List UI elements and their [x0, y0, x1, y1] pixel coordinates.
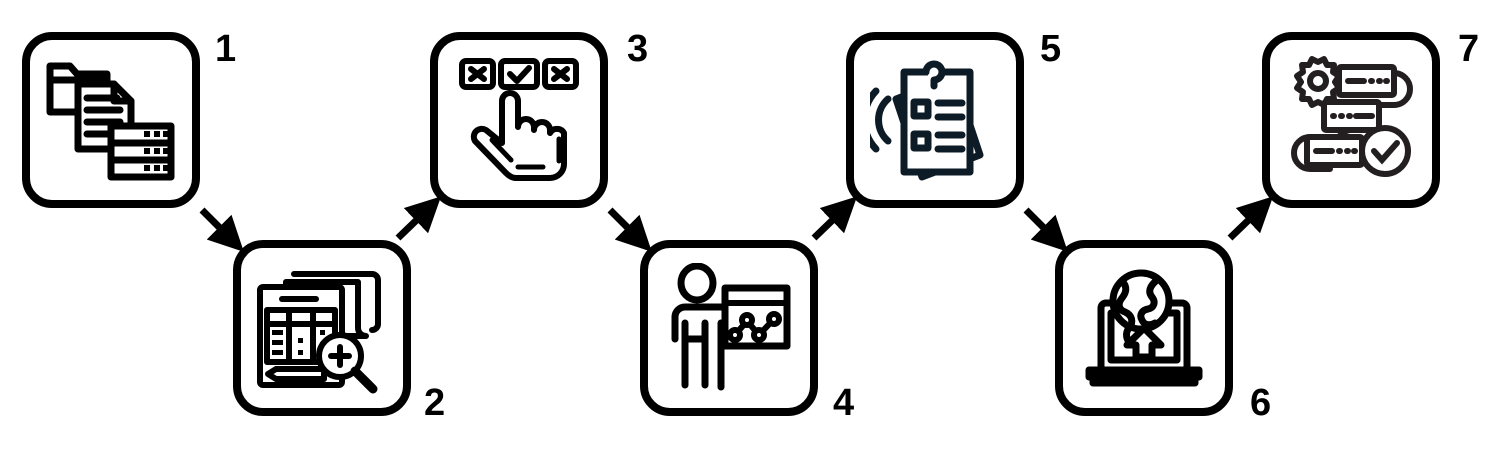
step-box-1[interactable]: [22, 32, 200, 208]
arrow-6-to-7: [1227, 196, 1274, 241]
step-number-1: 1: [215, 28, 236, 70]
step-box-5[interactable]: [846, 32, 1024, 208]
survey-clipboard-signal-icon: [870, 60, 984, 181]
step-box-7[interactable]: [1262, 32, 1440, 208]
step-box-6[interactable]: [1055, 240, 1233, 416]
folder-documents-database-icon: [46, 62, 175, 181]
workflow-gear-checkmark-icon: [1291, 56, 1413, 177]
step-box-3[interactable]: [430, 32, 608, 208]
step-number-6: 6: [1250, 382, 1271, 424]
step-box-2[interactable]: [233, 240, 411, 416]
step-number-2: 2: [424, 382, 445, 424]
arrow-5-to-6: [1023, 207, 1068, 252]
arrow-4-to-5: [811, 196, 858, 241]
laptop-globe-upload-icon: [1085, 269, 1203, 387]
arrow-1-to-2: [199, 207, 244, 252]
step-number-3: 3: [627, 28, 648, 70]
step-number-7: 7: [1458, 28, 1479, 70]
step-number-4: 4: [833, 382, 854, 424]
arrow-3-to-4: [607, 207, 652, 252]
presenter-chart-icon: [671, 263, 791, 391]
step-box-4[interactable]: [640, 240, 818, 416]
step-number-5: 5: [1040, 28, 1061, 70]
arrow-2-to-3: [395, 196, 442, 241]
hand-select-checkbox-icon: [459, 58, 579, 181]
documents-magnifier-pencil-icon: [257, 271, 381, 394]
